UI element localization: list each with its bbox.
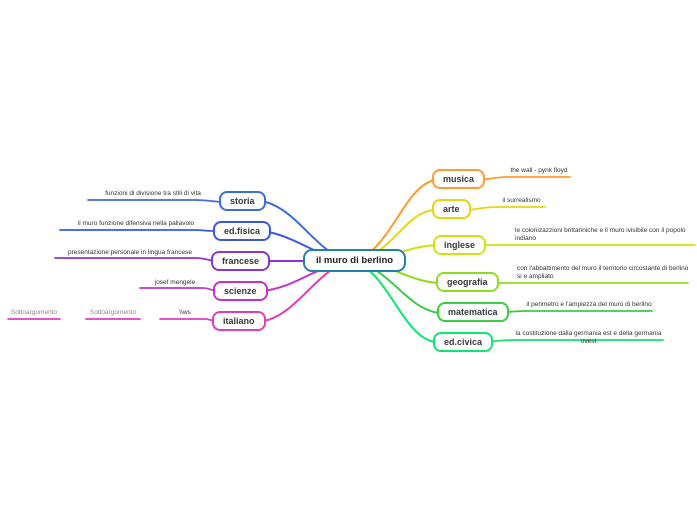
node-label: francese xyxy=(222,256,260,266)
node-arte[interactable]: arte xyxy=(432,199,471,219)
node-label: inglese xyxy=(444,240,476,250)
note-line-arte xyxy=(468,206,546,211)
node-italiano[interactable]: italiano xyxy=(212,311,266,331)
node-label: arte xyxy=(443,204,460,214)
note-matematica[interactable]: il perimetro e l'ampiezza del muro di be… xyxy=(526,301,652,308)
node-matematica[interactable]: matematica xyxy=(437,302,509,322)
note-line-matematica xyxy=(496,310,653,314)
note-line-storia xyxy=(87,199,222,203)
note-storia[interactable]: funzioni di divisione tra stili di vita xyxy=(105,190,201,197)
note-italiano-placeholder-1[interactable]: Sottoargomento xyxy=(10,309,58,316)
note-musica[interactable]: the wall - pynk floyd xyxy=(510,167,568,174)
note-francese[interactable]: presentazione personale in lingua france… xyxy=(68,249,192,256)
note-inglese[interactable]: le colonizazzioni brittanniche e il muro… xyxy=(515,227,686,242)
node-geografia[interactable]: geografia xyxy=(436,272,499,292)
note-line-musica xyxy=(479,176,571,181)
node-inglese[interactable]: inglese xyxy=(433,235,487,255)
node-center-label: il muro di berlino xyxy=(316,255,394,266)
note-line-francese xyxy=(54,257,214,262)
node-label: storia xyxy=(230,196,255,206)
node-label: ed.civica xyxy=(444,337,483,347)
note-edcivica[interactable]: la costituzione dalla germania est e del… xyxy=(515,330,662,345)
node-label: geografia xyxy=(447,277,488,287)
note-italiano-placeholder-2[interactable]: Sottoargomento xyxy=(89,309,137,316)
branch-curve-edcivica xyxy=(351,260,436,343)
node-francese[interactable]: francese xyxy=(211,251,271,271)
node-label: musica xyxy=(443,174,475,184)
note-line-italiano-1 xyxy=(159,318,215,322)
note-line-scienze xyxy=(139,287,216,292)
note-geografia[interactable]: con l'abbattimento del muro il territori… xyxy=(517,265,689,280)
node-edcivica[interactable]: ed.civica xyxy=(433,332,494,352)
note-italiano-1[interactable]: \\ws xyxy=(179,309,191,316)
note-line-edfisica xyxy=(59,229,216,232)
node-label: ed.fisica xyxy=(224,226,261,236)
node-scienze[interactable]: scienze xyxy=(213,281,268,301)
node-label: italiano xyxy=(223,316,255,326)
node-label: matematica xyxy=(448,307,498,317)
note-edfisica[interactable]: il muro funzione difensiva nella pallavo… xyxy=(77,220,195,227)
node-center[interactable]: il muro di berlino xyxy=(303,249,407,272)
node-musica[interactable]: musica xyxy=(432,169,486,189)
node-label: scienze xyxy=(224,286,257,296)
node-storia[interactable]: storia xyxy=(219,191,266,211)
note-arte[interactable]: il surrealismo xyxy=(502,197,541,204)
note-scienze[interactable]: josef mengele xyxy=(154,279,196,286)
node-edfisica[interactable]: ed.fisica xyxy=(213,221,272,241)
